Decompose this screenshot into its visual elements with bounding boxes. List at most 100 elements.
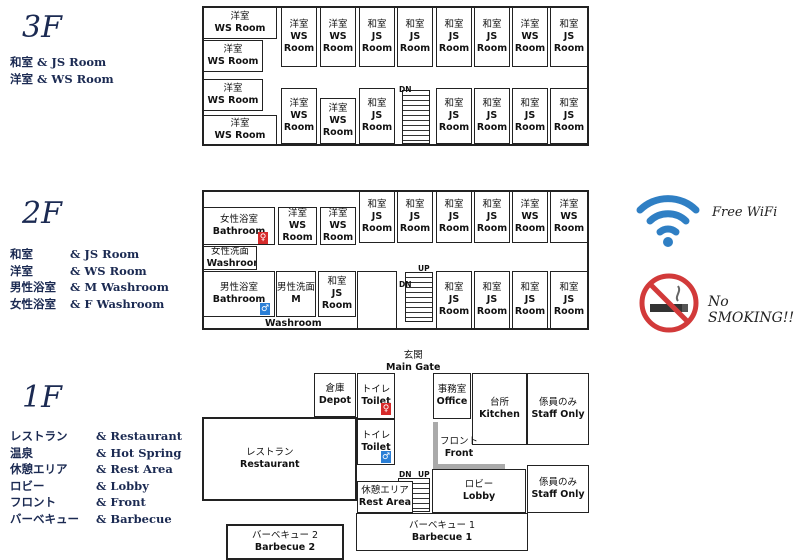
room-code: WS bbox=[329, 31, 347, 42]
room-code: WS bbox=[560, 211, 578, 222]
room-code: JS bbox=[563, 31, 575, 42]
room-jp: バーベキュー 1 bbox=[408, 520, 476, 531]
room-jp: トイレ bbox=[361, 430, 391, 441]
room-jp: 和室 bbox=[444, 199, 464, 210]
room-en: WS Room bbox=[214, 23, 266, 34]
room-code: JS bbox=[331, 288, 343, 299]
room-jp: 和室 bbox=[482, 282, 502, 293]
legend-jp: 洋室 bbox=[10, 263, 33, 278]
room-code: JS bbox=[486, 31, 498, 42]
legend-jp: ロビー bbox=[10, 478, 45, 493]
legend-en: & Front bbox=[96, 495, 146, 509]
front-en: Front bbox=[444, 448, 474, 459]
room-jp: 和室 bbox=[482, 199, 502, 210]
legend-en: & JS Room bbox=[70, 247, 140, 261]
room-jp: 男性洗面 bbox=[277, 282, 316, 293]
room-jp: 和室 bbox=[482, 98, 502, 109]
room-en: Room bbox=[514, 223, 546, 234]
room-en: Rest Area bbox=[358, 497, 412, 508]
legend-en: & Hot Spring bbox=[96, 445, 182, 460]
legend-jp: レストラン bbox=[10, 429, 68, 443]
room-code: JS bbox=[448, 211, 460, 222]
room-en: Room bbox=[476, 122, 508, 133]
room-en: M bbox=[291, 294, 301, 305]
room-en: Room bbox=[514, 43, 546, 54]
room-jp: 和室 bbox=[559, 98, 579, 109]
room-code: JS bbox=[524, 294, 536, 305]
room-en: Room bbox=[361, 122, 393, 133]
room-en: Room bbox=[438, 43, 470, 54]
stairs-down-label: DN bbox=[399, 470, 412, 479]
room-jp: 係員のみ bbox=[538, 477, 577, 488]
stairs-down-label: DN bbox=[399, 280, 412, 289]
room-en: Room bbox=[322, 232, 354, 243]
room-jp: 係員のみ bbox=[538, 397, 577, 408]
room-code: WS bbox=[290, 110, 308, 121]
room-code: JS bbox=[448, 31, 460, 42]
legend-jp: フロント bbox=[10, 495, 56, 509]
room-jp: 和室 bbox=[367, 98, 387, 109]
room-jp: 和室 bbox=[520, 98, 540, 109]
room-code: WS bbox=[329, 220, 347, 231]
floor-2f-title: 2F bbox=[22, 196, 62, 231]
front-jp: フロント bbox=[440, 436, 479, 447]
male-icon: ♂ bbox=[381, 451, 391, 463]
room-jp: トイレ bbox=[361, 384, 391, 395]
no-smoking-icon bbox=[639, 273, 699, 333]
stairs-2f bbox=[405, 272, 433, 322]
front-desk-counter bbox=[433, 422, 438, 464]
room-en: Room bbox=[476, 43, 508, 54]
female-icon: ♀ bbox=[258, 232, 268, 244]
room-jp: ロビー bbox=[464, 479, 494, 490]
room-en: Barbecue 1 bbox=[411, 532, 473, 543]
room-jp: 洋室 bbox=[328, 208, 348, 219]
male-icon: ♂ bbox=[260, 303, 270, 315]
legend-jp: 和室 bbox=[10, 55, 33, 69]
room-jp: 和室 bbox=[444, 282, 464, 293]
room-code: JS bbox=[409, 211, 421, 222]
room-jp: 洋室 bbox=[328, 19, 348, 30]
room-jp: 台所 bbox=[489, 397, 509, 408]
stairs-up-label: UP bbox=[418, 470, 430, 479]
restaurant-block bbox=[202, 417, 357, 501]
room-en: Bathroom bbox=[212, 226, 266, 237]
main-gate-jp: 玄関 bbox=[403, 350, 423, 361]
room-en: Room bbox=[361, 43, 393, 54]
room-code: JS bbox=[448, 110, 460, 121]
room-code: WS bbox=[288, 220, 307, 231]
room-code: JS bbox=[486, 110, 498, 121]
room-jp: 倉庫 bbox=[325, 383, 345, 394]
room-jp: 女性浴室 bbox=[219, 214, 258, 225]
room-jp: 和室 bbox=[482, 19, 502, 30]
room-en: WS Room bbox=[214, 130, 266, 141]
legend-en: & WS Room bbox=[70, 263, 147, 278]
legend-jp: 洋室 bbox=[10, 71, 33, 86]
room-code: JS bbox=[563, 110, 575, 121]
room-jp: 洋室 bbox=[289, 19, 309, 30]
room-en: Staff Only bbox=[531, 409, 585, 420]
room-jp: 和室 bbox=[405, 19, 425, 30]
restaurant-en: Restaurant bbox=[240, 459, 300, 470]
room-jp: 洋室 bbox=[559, 199, 579, 210]
room-jp: 事務室 bbox=[437, 384, 467, 395]
legend-jp: 男性浴室 bbox=[10, 280, 56, 294]
